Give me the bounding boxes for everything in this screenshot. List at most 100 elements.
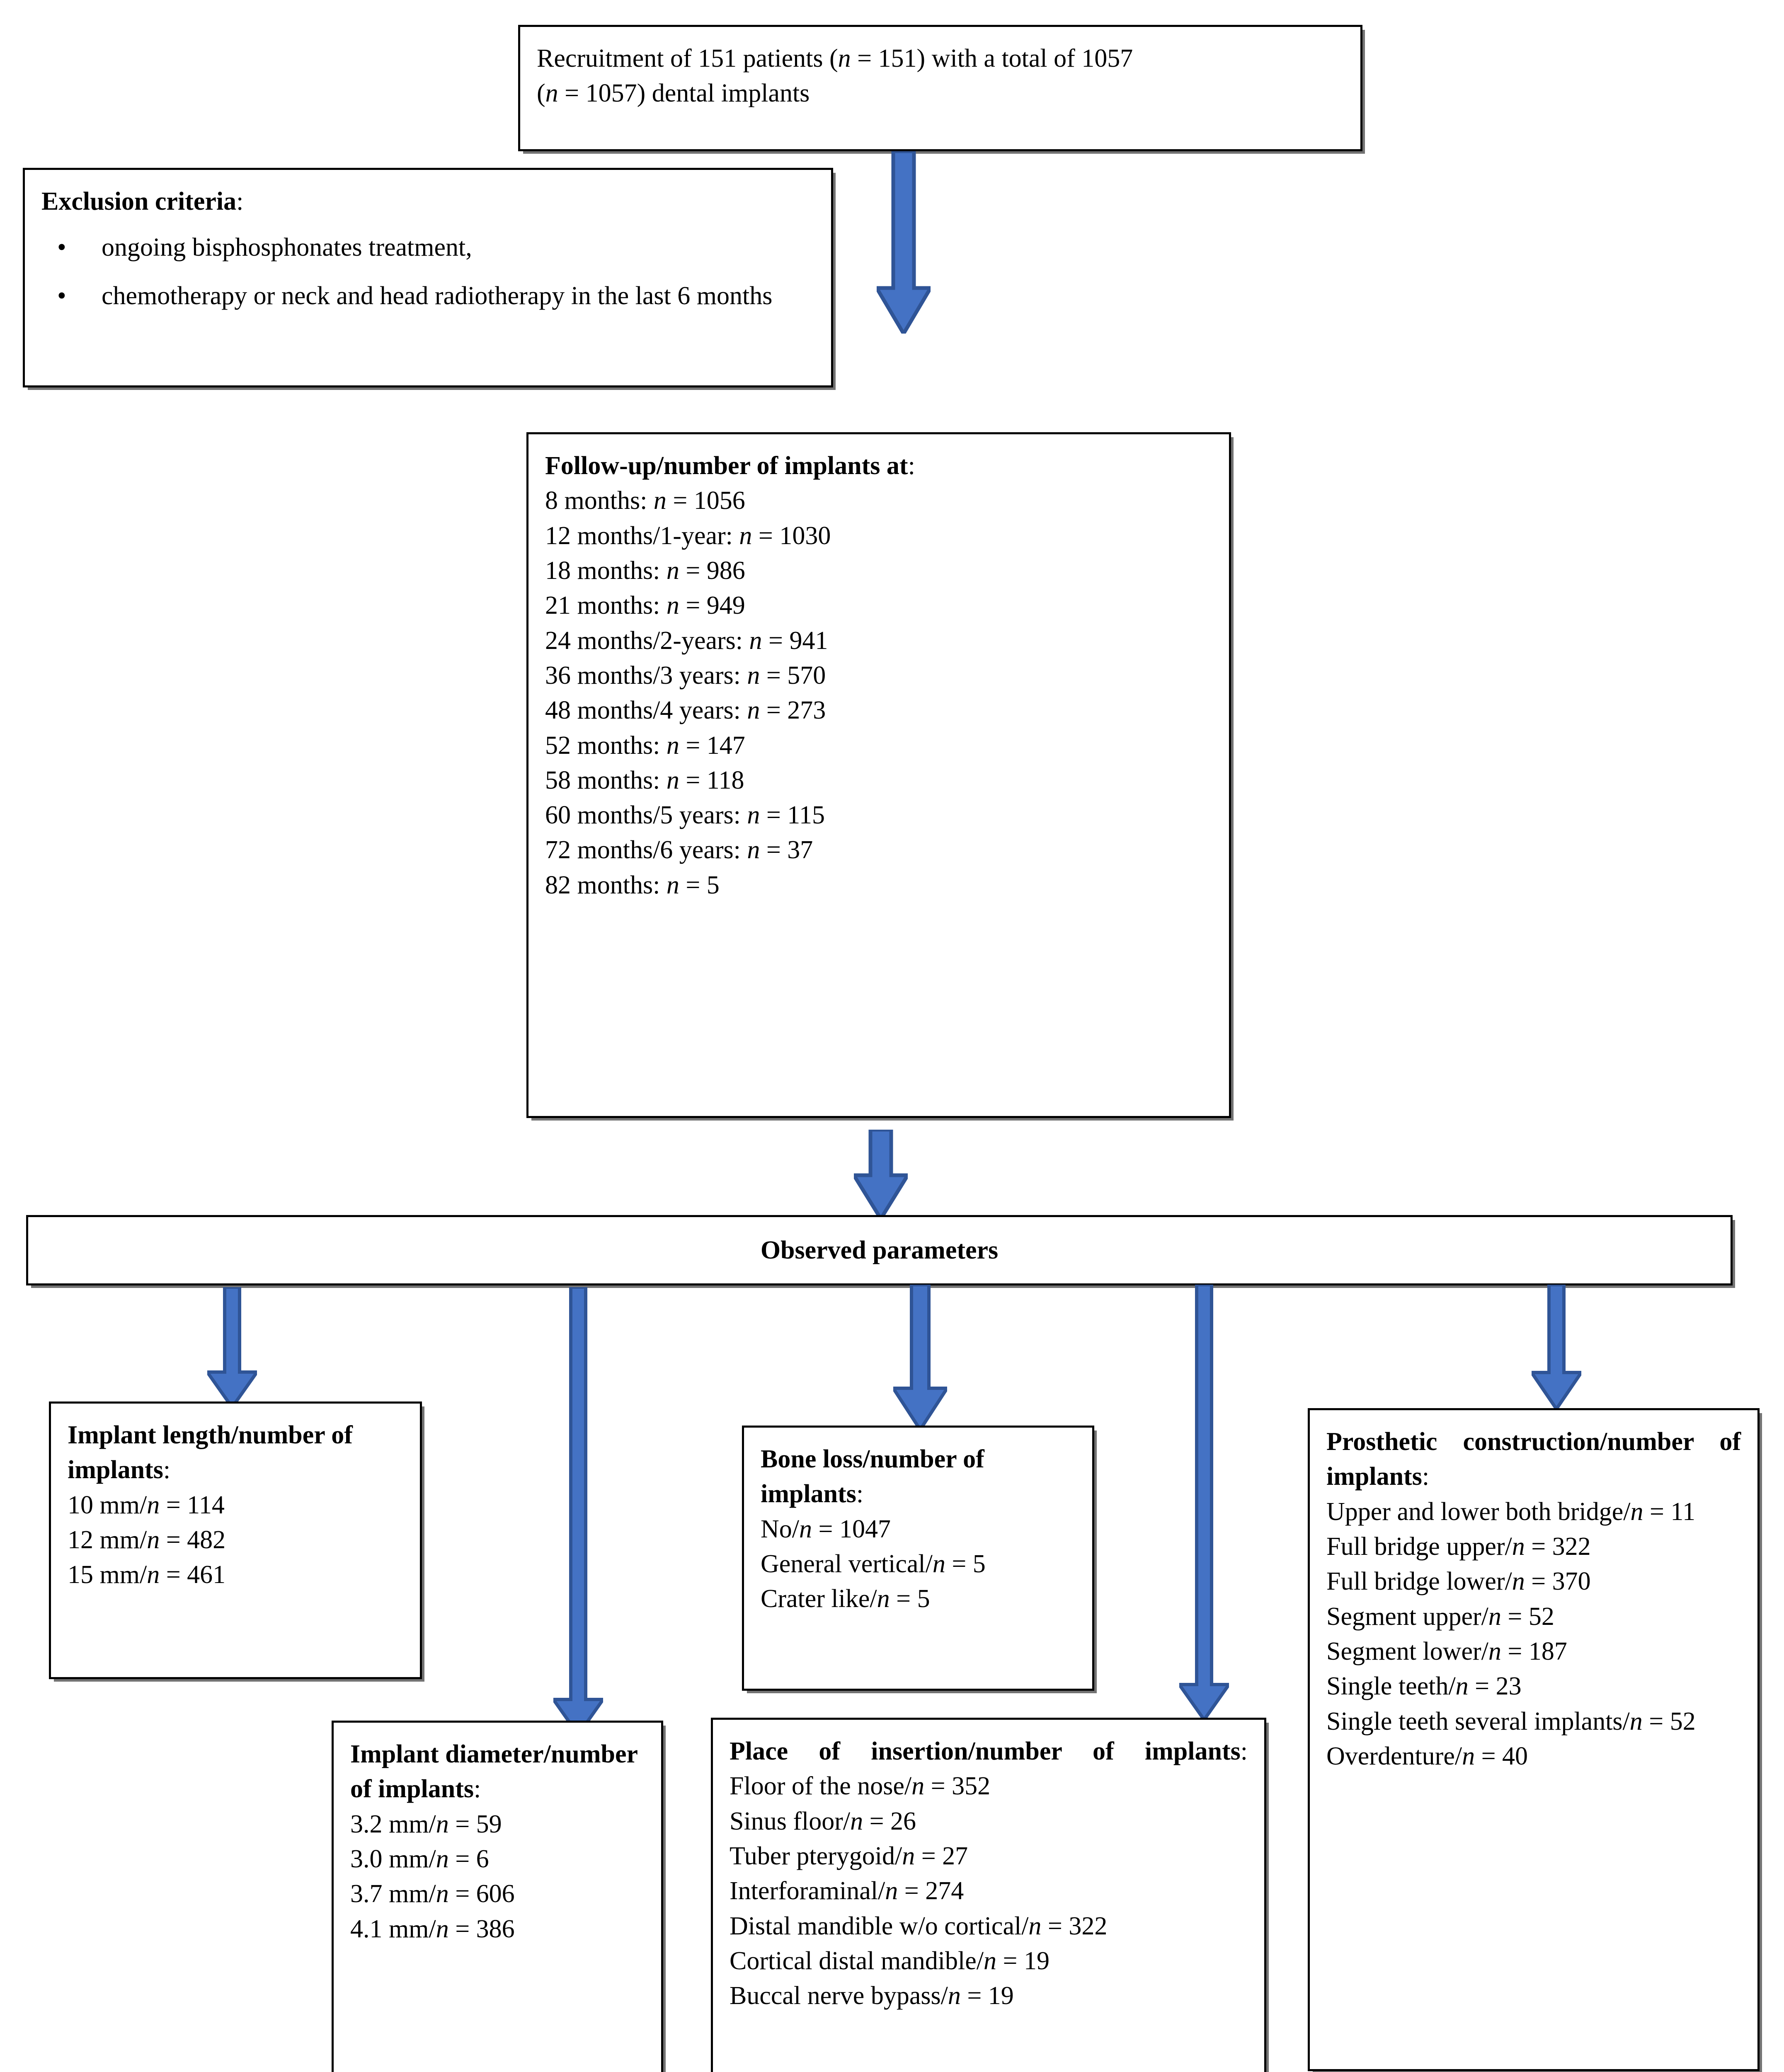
row-label: 3.0 mm/ — [350, 1844, 436, 1873]
bullet-icon: • — [57, 281, 66, 310]
prosthetic-heading-text: Prosthetic construction/number of implan… — [1326, 1428, 1741, 1491]
n-italic: n — [653, 487, 667, 515]
n-italic: n — [666, 556, 679, 585]
place-of-insertion-row: Cortical distal mandible/n = 19 — [730, 1944, 1248, 1978]
row-label: No/ — [761, 1515, 799, 1543]
place-of-insertion-box: Place of insertion/number of implants: F… — [711, 1718, 1266, 2072]
prosthetic-row: Full bridge lower/n = 370 — [1326, 1564, 1741, 1599]
place-of-insertion-row: Tuber pterygoid/n = 27 — [730, 1839, 1248, 1874]
row-label: 12 mm/ — [68, 1525, 147, 1554]
bone-loss-heading-text: Bone loss/number of implants — [761, 1445, 984, 1508]
n-italic: n — [147, 1561, 160, 1589]
row-label: Single teeth several implants/ — [1326, 1707, 1630, 1736]
row-value: = 482 — [160, 1525, 226, 1554]
row-value: = 1030 — [752, 521, 831, 550]
exclusion-item-text: chemotherapy or neck and head radiothera… — [102, 281, 773, 310]
n-italic: n — [838, 44, 851, 73]
row-label: Cortical distal mandible/ — [730, 1946, 984, 1975]
implant-diameter-heading-colon: : — [473, 1775, 481, 1803]
followup-row: 12 months/1-year: n = 1030 — [545, 518, 1212, 553]
exclusion-heading-colon: : — [236, 187, 244, 215]
place-of-insertion-row: Floor of the nose/n = 352 — [730, 1769, 1248, 1803]
row-value: = 1047 — [812, 1515, 891, 1543]
place-of-insertion-rows: Floor of the nose/n = 352 Sinus floor/n … — [730, 1769, 1248, 2013]
row-value: = 114 — [160, 1491, 225, 1519]
place-of-insertion-row: Interforaminal/n = 274 — [730, 1874, 1248, 1908]
arrow-observed-to-bone-loss — [893, 1285, 947, 1430]
n-italic: n — [666, 591, 679, 620]
n-italic: n — [436, 1880, 449, 1908]
arrow-observed-to-prosthetic — [1532, 1285, 1581, 1409]
row-value: = 5 — [945, 1549, 986, 1578]
bone-loss-heading: Bone loss/number of implants: — [761, 1442, 1076, 1512]
n-italic: n — [1455, 1672, 1469, 1701]
prosthetic-row: Single teeth/n = 23 — [1326, 1669, 1741, 1704]
implant-diameter-row: 3.7 mm/n = 606 — [350, 1876, 645, 1911]
bone-loss-row: No/n = 1047 — [761, 1512, 1076, 1547]
arrow-observed-to-place-of-insertion — [1179, 1285, 1229, 1720]
implant-diameter-heading: Implant diameter/number of implants: — [350, 1737, 645, 1807]
row-value: = 26 — [863, 1807, 916, 1835]
implant-length-heading-colon: : — [163, 1456, 171, 1484]
row-value: = 322 — [1525, 1532, 1591, 1561]
row-value: = 370 — [1525, 1567, 1591, 1596]
followup-rows: 8 months: n = 1056 12 months/1-year: n =… — [545, 483, 1212, 903]
row-label: Tuber pterygoid/ — [730, 1842, 902, 1870]
place-of-insertion-row: Sinus floor/n = 26 — [730, 1804, 1248, 1839]
row-label: Upper and lower both bridge/ — [1326, 1497, 1631, 1526]
row-label: General vertical/ — [761, 1549, 933, 1578]
followup-row: 60 months/5 years: n = 115 — [545, 798, 1212, 833]
implant-diameter-heading-text: Implant diameter/number of implants — [350, 1740, 637, 1803]
observed-parameters-label: Observed parameters — [760, 1236, 999, 1264]
exclusion-item-text: ongoing bisphosphonates treatment, — [102, 233, 472, 262]
n-italic: n — [545, 79, 558, 108]
n-italic: n — [747, 661, 760, 690]
prosthetic-row: Overdenture/n = 40 — [1326, 1739, 1741, 1774]
followup-row: 82 months: n = 5 — [545, 868, 1212, 903]
n-italic: n — [885, 1877, 898, 1905]
row-value: = 52 — [1501, 1602, 1554, 1631]
implant-diameter-row: 4.1 mm/n = 386 — [350, 1912, 645, 1946]
exclusion-heading-text: Exclusion criteria — [41, 187, 237, 215]
followup-row: 58 months: n = 118 — [545, 763, 1212, 798]
row-label: 52 months: — [545, 731, 667, 760]
prosthetic-construction-box: Prosthetic construction/number of implan… — [1308, 1408, 1760, 2071]
n-italic: n — [147, 1525, 160, 1554]
followup-row: 21 months: n = 949 — [545, 588, 1212, 623]
n-italic: n — [666, 766, 679, 794]
n-italic: n — [983, 1946, 996, 1975]
recruitment-text-a: Recruitment of 151 patients ( — [537, 44, 838, 73]
n-italic: n — [799, 1515, 812, 1543]
n-italic: n — [911, 1772, 925, 1801]
followup-heading: Follow-up/number of implants at: — [545, 448, 1212, 483]
row-value: = 461 — [160, 1561, 226, 1589]
prosthetic-row: Single teeth several implants/n = 52 — [1326, 1704, 1741, 1739]
prosthetic-heading: Prosthetic construction/number of implan… — [1326, 1424, 1741, 1494]
n-italic: n — [436, 1915, 449, 1943]
row-label: Distal mandible w/o cortical/ — [730, 1912, 1029, 1940]
row-label: Segment lower/ — [1326, 1637, 1488, 1665]
row-label: Interforaminal/ — [730, 1877, 885, 1905]
place-of-insertion-row: Buccal nerve bypass/n = 19 — [730, 1978, 1248, 2013]
prosthetic-rows: Upper and lower both bridge/n = 11 Full … — [1326, 1494, 1741, 1774]
prosthetic-heading-colon: : — [1422, 1462, 1430, 1491]
row-label: 82 months: — [545, 871, 667, 899]
n-italic: n — [1629, 1707, 1643, 1736]
n-italic: n — [747, 696, 760, 725]
row-value: = 118 — [679, 766, 744, 794]
bullet-icon: • — [57, 233, 66, 262]
n-italic: n — [1488, 1602, 1501, 1631]
arrow-observed-to-implant-length — [207, 1287, 257, 1407]
row-label: 72 months/6 years: — [545, 836, 747, 864]
recruitment-text-b: = 151) with a total of 1057 — [851, 44, 1133, 73]
row-label: Segment upper/ — [1326, 1602, 1488, 1631]
row-value: = 23 — [1468, 1672, 1522, 1701]
n-italic: n — [1512, 1567, 1525, 1596]
place-of-insertion-heading: Place of insertion/number of implants: — [730, 1734, 1248, 1769]
prosthetic-row: Segment lower/n = 187 — [1326, 1634, 1741, 1669]
recruitment-box: Recruitment of 151 patients (n = 151) wi… — [518, 25, 1362, 151]
n-italic: n — [1462, 1742, 1475, 1770]
implant-length-row: 12 mm/n = 482 — [68, 1523, 403, 1557]
row-value: = 6 — [448, 1844, 489, 1873]
